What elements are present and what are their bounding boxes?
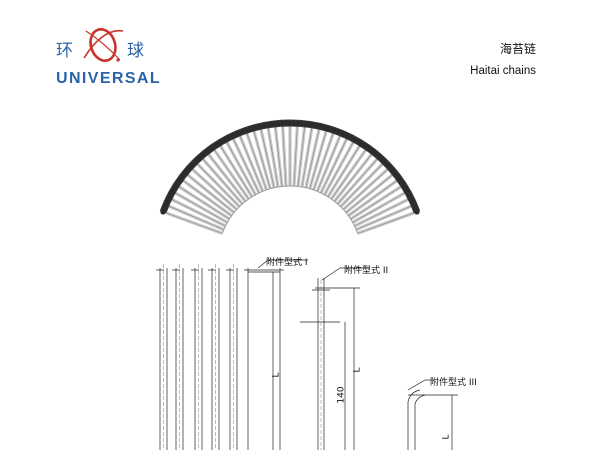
dimension-L-type-2: L (352, 367, 363, 373)
universal-logo: 环 球 UNIVERSAL (0, 0, 190, 110)
haitai-chain-image (159, 119, 421, 235)
logo-cn-left: 环 (56, 41, 74, 61)
dimension-L-type-1: L (271, 372, 282, 378)
label-attachment-type-3: 附件型式 III (430, 378, 477, 388)
globe-logo-icon (83, 28, 124, 62)
label-attachment-type-1: 附件型式 I (266, 258, 308, 268)
logo-wordmark: UNIVERSAL (56, 70, 162, 87)
dimension-140: 140 (336, 386, 347, 404)
attachment-drawing: 附件型式 I 附件型式 II 附件型式 III 140 L L L (140, 250, 477, 450)
product-title-en: Haitai chains (470, 65, 536, 77)
logo-cn-right: 球 (127, 41, 145, 61)
attachment-drawing-lines (156, 259, 458, 450)
product-title-cn: 海苔链 (499, 42, 536, 56)
label-attachment-type-2: 附件型式 II (344, 266, 389, 276)
dimension-L-type-3: L (441, 434, 452, 440)
